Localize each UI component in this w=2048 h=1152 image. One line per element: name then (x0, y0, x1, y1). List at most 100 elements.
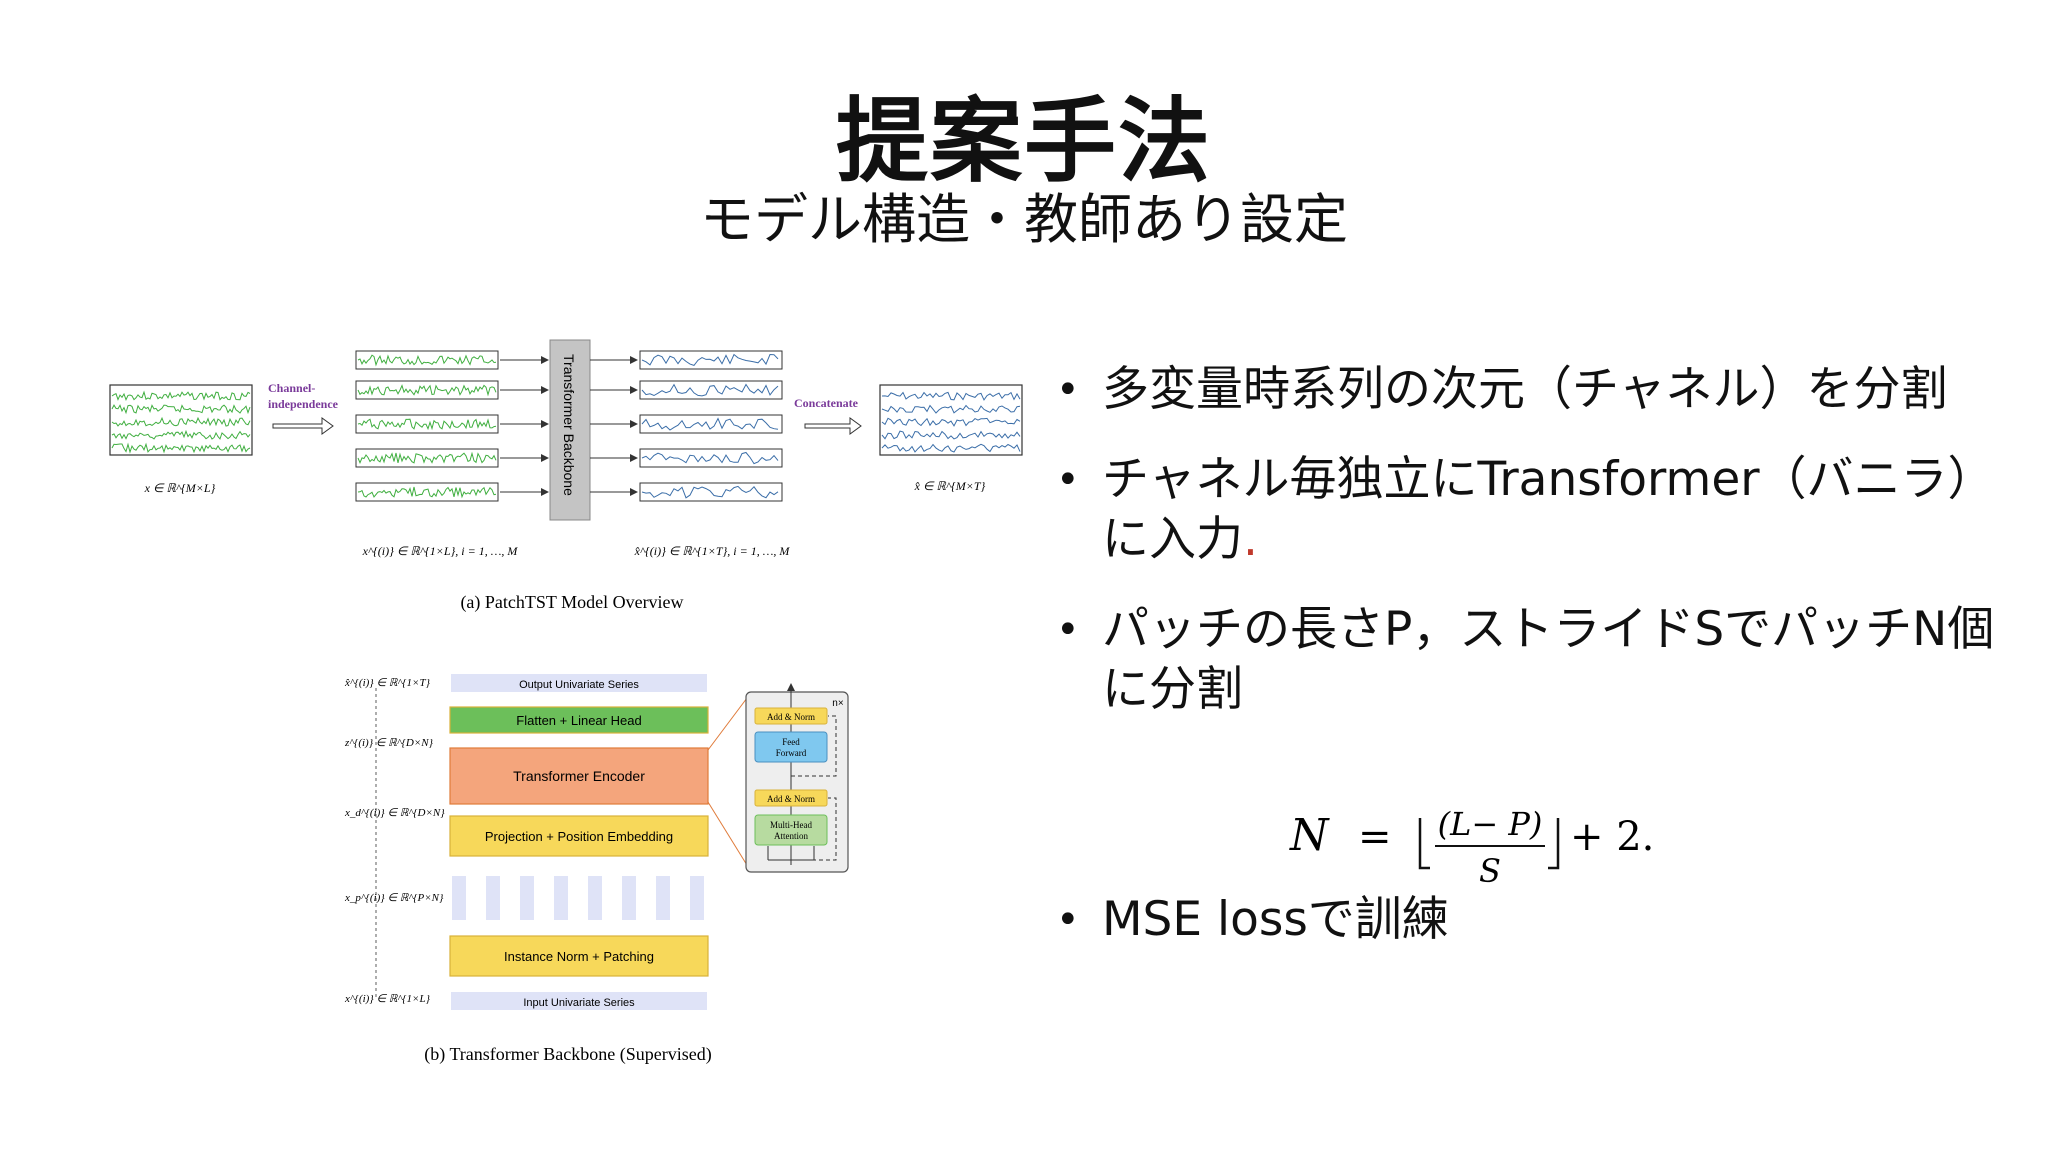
channel-independence-label-2: independence (268, 397, 339, 411)
math-xhat: x̂^{(i)} ∈ ℝ^{1×T} (344, 677, 431, 689)
repeat-label: n× (832, 698, 844, 709)
bullet-list-2: •MSE lossで訓練 (1050, 890, 2000, 980)
output-series-line (881, 417, 1021, 427)
flatten-label: Flatten + Linear Head (516, 713, 641, 728)
mha-label-2: Attention (774, 831, 808, 841)
xhat-i-label: x̂^{(i)} ∈ ℝ^{1×T}, i = 1, …, M (634, 544, 791, 558)
math-xd: x_d^{(i)} ∈ ℝ^{D×N} (344, 807, 445, 819)
residual-path-top (791, 715, 837, 777)
channel-arrow-icon (272, 417, 334, 435)
input-series-line (111, 442, 251, 454)
output-series-line (881, 391, 1021, 401)
patchtst-diagram: x ∈ ℝ^{M×L} Channel- independence Transf… (109, 339, 1023, 1065)
channel-box (355, 350, 499, 370)
bullet-dot-icon: • (1056, 367, 1080, 413)
output-channel-wave (641, 353, 779, 366)
patch-bar (554, 876, 568, 920)
bullet-dot-icon: • (1056, 607, 1080, 653)
add-norm-bottom-label: Add & Norm (767, 794, 815, 804)
output-channel-wave (641, 451, 779, 465)
input-series-line (111, 404, 251, 415)
figure-a-caption: (a) PatchTST Model Overview (460, 592, 683, 613)
patch-bars (452, 876, 704, 920)
channel-wave (357, 451, 497, 464)
channel-wave (357, 418, 497, 431)
xhat-output-label: x̂ ∈ ℝ^{M×T} (914, 479, 986, 493)
input-series-label: Input Univariate Series (523, 997, 635, 1009)
output-series-boxes (590, 350, 783, 502)
channel-independence-label-1: Channel- (268, 381, 315, 395)
input-series-line (111, 429, 251, 440)
floor-right-bracket (1548, 818, 1560, 870)
transformer-encoder-block (449, 747, 709, 805)
output-series-line (881, 430, 1021, 440)
output-channel-box (639, 414, 783, 434)
patch-count-formula: N = (L− P) S + 2. (1289, 805, 1654, 890)
mha-label-1: Multi-Head (770, 820, 812, 830)
input-multivariate-series (109, 384, 253, 456)
encoder-label: Transformer Encoder (513, 768, 645, 784)
channel-series-boxes (355, 350, 549, 502)
feed-forward-label-1: Feed (782, 737, 800, 747)
bullet-list: •多変量時系列の次元（チャネル）を分割 •チャネル毎独立にTransformer… (1050, 360, 2000, 750)
instance-norm-patching-block (449, 935, 709, 977)
detail-connector-bottom (707, 801, 751, 871)
feed-forward-label-2: Forward (776, 748, 807, 758)
patch-bar (452, 876, 466, 920)
output-channel-box (639, 380, 783, 400)
x-i-label: x^{(i)} ∈ ℝ^{1×L}, i = 1, …, M (362, 544, 519, 558)
add-norm-bottom-block (754, 789, 828, 807)
formula-eq: = (1358, 814, 1392, 860)
concatenate-label: Concatenate (794, 396, 859, 410)
red-period-mark: . (1243, 512, 1258, 567)
input-series-line (111, 390, 251, 402)
math-x: x^{(i)} ∈ ℝ^{1×L} (344, 993, 431, 1005)
bullet-dot-icon: • (1056, 457, 1080, 503)
floor-left-bracket (1418, 818, 1430, 870)
output-multivariate-series (879, 384, 1023, 456)
bullet-item-1: •多変量時系列の次元（チャネル）を分割 (1050, 360, 2000, 420)
formula-denominator: S (1479, 852, 1501, 890)
patch-bar (588, 876, 602, 920)
input-series-bar (451, 992, 707, 1010)
attention-input-lines (767, 846, 815, 861)
x-input-label: x ∈ ℝ^{M×L} (144, 481, 216, 495)
patch-bar (486, 876, 500, 920)
input-series-line (111, 416, 251, 427)
figure-b-caption: (b) Transformer Backbone (Supervised) (424, 1044, 711, 1065)
output-channel-wave (641, 485, 779, 499)
bullet-item-3: •パッチの長さP，ストライドSでパッチN個に分割 (1056, 602, 1995, 717)
patch-bar (622, 876, 636, 920)
output-channel-wave (641, 383, 779, 397)
output-series-bar (451, 674, 707, 692)
bullet-dot-icon: • (1056, 897, 1080, 943)
formula-lhs: N (1289, 810, 1330, 861)
channel-wave (357, 384, 497, 397)
patch-bar (520, 876, 534, 920)
patchtst-figure: x ∈ ℝ^{M×L} Channel- independence Transf… (100, 330, 1040, 1070)
feed-forward-block (754, 731, 828, 763)
slide-title: 提案手法 (835, 88, 1212, 195)
channel-wave (357, 354, 497, 367)
output-series-label: Output Univariate Series (519, 679, 639, 691)
add-norm-top-block (754, 707, 828, 725)
formula-numerator: (L− P) (1438, 805, 1543, 843)
bullet-item-4: •MSE lossで訓練 (1050, 890, 2000, 950)
projection-embedding-block (449, 815, 709, 857)
output-series-lines (881, 391, 1021, 453)
bullet-item-2: •チャネル毎独立にTransformer（バニラ）に入力. (1056, 452, 1995, 567)
add-norm-top-label: Add & Norm (767, 712, 815, 722)
math-z: z^{(i)} ∈ ℝ^{D×N} (344, 737, 434, 749)
patch-bar (690, 876, 704, 920)
output-series-line (881, 443, 1021, 453)
transformer-backbone-bar (549, 339, 591, 521)
patch-bar (656, 876, 670, 920)
instance-norm-label: Instance Norm + Patching (504, 949, 654, 964)
concatenate-arrow-icon (804, 417, 862, 435)
flatten-linear-head-block (449, 706, 709, 734)
channel-wave (357, 486, 497, 499)
output-series-line (881, 404, 1021, 414)
detail-connector-top (707, 693, 751, 751)
projection-label: Projection + Position Embedding (485, 829, 673, 844)
math-xp: x_p^{(i)} ∈ ℝ^{P×N} (344, 892, 444, 904)
